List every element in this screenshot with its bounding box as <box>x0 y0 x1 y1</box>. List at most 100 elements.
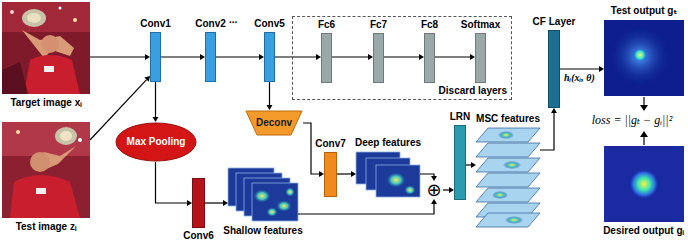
connector-line <box>435 56 470 57</box>
layer-label: Conv2 <box>195 18 226 30</box>
connector-line <box>161 56 200 57</box>
heatmap-panel: Test output gₜ <box>604 20 684 96</box>
layer-label: Conv6 <box>183 230 214 242</box>
conv-layer: Conv5 <box>264 32 275 82</box>
image-panel: Target image xᵢ <box>2 2 90 94</box>
layer-label: Test output gₜ <box>611 5 677 17</box>
connector <box>540 108 557 150</box>
connector <box>156 162 193 206</box>
connector-line <box>332 56 368 57</box>
heatmap-panel: Desired output gᵢ <box>604 146 684 222</box>
edge-label: hᵢ(xᵢ, θ) <box>564 72 595 83</box>
layer-label: Fc7 <box>370 19 387 31</box>
connector <box>337 171 356 177</box>
connector <box>420 174 437 181</box>
group-label: Discard layers <box>439 85 507 97</box>
connector-line <box>275 56 316 57</box>
conv-layer: Conv6 <box>192 178 205 228</box>
layer-label: Deep features <box>355 137 421 149</box>
cf-layer: CF Layer <box>548 30 560 108</box>
loss-formula: loss = ||gₜ − gᵢ||² <box>592 113 673 128</box>
msc-heat-blobs <box>492 131 523 224</box>
layer-label: CF Layer <box>533 16 576 28</box>
connector <box>267 82 273 110</box>
layer-label: MSC features <box>476 113 540 125</box>
layer-label: Conv7 <box>315 138 346 150</box>
arrow-head <box>431 199 437 204</box>
connector-line <box>540 113 554 150</box>
connector <box>161 54 205 60</box>
layer-label: Test image zᵢ <box>16 221 77 233</box>
connector <box>216 54 264 60</box>
connector <box>443 187 454 193</box>
layer-label: Conv5 <box>254 18 285 30</box>
fc-layer: Fc8 <box>424 33 435 83</box>
conv-layer: Conv2 <box>205 32 216 82</box>
connector-line <box>155 82 156 117</box>
image-panel: Test image zᵢ <box>2 122 90 218</box>
conv-layer: Conv7 <box>324 152 337 197</box>
msc-feature-planes <box>476 128 540 227</box>
ellipsis-label: ... <box>229 14 237 25</box>
operator-symbol: ⊕ <box>426 181 441 199</box>
feature-stack: Shallow features <box>228 168 298 222</box>
arrow-head <box>153 117 159 122</box>
feature-stack: Deep features <box>356 152 420 197</box>
deconv-trapezoid: Deconv <box>245 110 303 136</box>
connector <box>332 54 373 60</box>
layer-label: Shallow features <box>223 225 302 237</box>
deep-feature-maps <box>356 152 420 197</box>
arrow-head <box>471 162 476 168</box>
shallow-feature-maps <box>228 168 298 221</box>
connector <box>90 54 150 60</box>
conv-layer: Conv1 <box>150 32 161 82</box>
connector <box>435 54 475 60</box>
connector-line <box>298 204 434 214</box>
connector <box>205 200 228 206</box>
connector <box>560 66 604 72</box>
softmax-layer: Softmax <box>475 33 486 83</box>
target-photo <box>2 2 90 94</box>
connector-line <box>156 162 188 203</box>
layer-label: Fc8 <box>421 19 438 31</box>
discard-group: Discard layersFc6Fc7Fc8Softmax <box>292 16 512 100</box>
layer-label: Softmax <box>461 19 500 31</box>
ellipse-shape <box>116 123 196 161</box>
connector-line <box>443 189 449 190</box>
connector <box>466 162 476 168</box>
desired-output-heatmap <box>604 146 684 222</box>
feature-stack: MSC features <box>476 128 540 228</box>
connector-line <box>216 56 259 57</box>
test-output-heatmap <box>604 20 684 96</box>
arrow-head <box>223 200 228 206</box>
arrow-head <box>599 66 604 72</box>
connector <box>303 123 324 177</box>
sum-operator: ⊕ <box>425 181 443 199</box>
node-label: Max Pooling <box>127 136 186 148</box>
fc-layer: Fc7 <box>373 33 384 83</box>
layer-label: LRN <box>450 111 471 123</box>
trapezoid-shape <box>246 111 302 135</box>
node-label: Deconv <box>256 117 292 129</box>
connector-line <box>205 202 223 203</box>
fc-layer: Fc6 <box>321 33 332 83</box>
connector-line <box>337 173 351 174</box>
test-photo <box>2 122 90 218</box>
connector <box>384 54 424 60</box>
connector-line <box>269 82 270 105</box>
layer-label: Fc6 <box>318 19 335 31</box>
connector-line <box>90 56 145 57</box>
layer-label: Desired output gᵢ <box>603 225 684 237</box>
layer-label: Target image xᵢ <box>10 97 81 109</box>
connector-line <box>384 56 419 57</box>
layer-label: Conv1 <box>140 18 171 30</box>
lrn-layer: LRN <box>454 125 466 200</box>
connector-line <box>466 164 471 165</box>
arrow-head <box>267 105 273 110</box>
connector <box>153 82 159 122</box>
pooling-ellipse: Max Pooling <box>115 122 197 162</box>
connector <box>298 199 437 214</box>
